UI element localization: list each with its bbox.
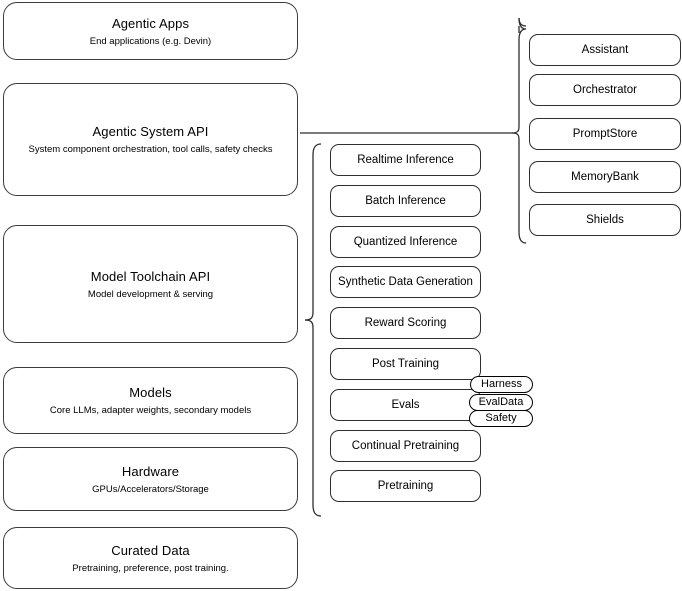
component-box-assistant[interactable]: Assistant bbox=[529, 34, 681, 66]
layer-title: Hardware bbox=[121, 463, 180, 479]
capability-box-reward-scoring[interactable]: Reward Scoring bbox=[330, 307, 481, 339]
capability-label: Quantized Inference bbox=[353, 235, 458, 248]
component-label: Orchestrator bbox=[573, 83, 637, 96]
eval-tag-safety[interactable]: Safety bbox=[469, 410, 533, 427]
layer-box-hardware[interactable]: Hardware GPUs/Accelerators/Storage bbox=[3, 447, 298, 511]
layer-box-model-toolchain-api[interactable]: Model Toolchain API Model development & … bbox=[3, 225, 298, 343]
capability-box-evals[interactable]: Evals bbox=[330, 389, 481, 421]
component-box-orchestrator[interactable]: Orchestrator bbox=[529, 74, 681, 106]
layer-subtitle: GPUs/Accelerators/Storage bbox=[92, 483, 209, 495]
eval-tag-label: EvalData bbox=[478, 396, 524, 408]
layer-title: Model Toolchain API bbox=[90, 268, 211, 284]
eval-tag-label: Safety bbox=[485, 412, 517, 424]
component-label: Assistant bbox=[581, 43, 629, 56]
capability-label: Pretraining bbox=[377, 479, 434, 492]
layer-subtitle: End applications (e.g. Devin) bbox=[89, 35, 212, 47]
eval-tag-label: Harness bbox=[481, 378, 522, 390]
component-box-shields[interactable]: Shields bbox=[529, 204, 681, 236]
component-label: Shields bbox=[586, 213, 624, 226]
component-label: MemoryBank bbox=[571, 170, 639, 183]
eval-tag-evaldata[interactable]: EvalData bbox=[469, 394, 533, 411]
component-box-memorybank[interactable]: MemoryBank bbox=[529, 161, 681, 193]
layer-title: Models bbox=[129, 385, 172, 400]
layer-subtitle: Core LLMs, adapter weights, secondary mo… bbox=[49, 405, 252, 416]
layer-subtitle: Model development & serving bbox=[87, 288, 214, 300]
layer-title: Agentic System API bbox=[92, 124, 209, 139]
capability-label: Evals bbox=[391, 398, 420, 411]
capability-label: Reward Scoring bbox=[364, 316, 447, 329]
eval-tag-harness[interactable]: Harness bbox=[470, 376, 533, 393]
capability-box-synthetic-data-generation[interactable]: Synthetic Data Generation bbox=[330, 266, 481, 298]
component-box-promptstore[interactable]: PromptStore bbox=[529, 118, 681, 150]
layer-subtitle: Pretraining, preference, post training. bbox=[72, 562, 229, 574]
layer-box-curated-data[interactable]: Curated Data Pretraining, preference, po… bbox=[3, 527, 298, 589]
capability-label: Continual Pretraining bbox=[351, 439, 460, 452]
layer-box-models[interactable]: Models Core LLMs, adapter weights, secon… bbox=[3, 367, 298, 434]
capability-box-batch-inference[interactable]: Batch Inference bbox=[330, 185, 481, 217]
layer-title: Agentic Apps bbox=[111, 15, 190, 31]
capability-box-quantized-inference[interactable]: Quantized Inference bbox=[330, 226, 481, 258]
layer-box-agentic-system-api[interactable]: Agentic System API System component orch… bbox=[3, 83, 298, 196]
capability-box-pretraining[interactable]: Pretraining bbox=[330, 470, 481, 502]
capability-label: Post Training bbox=[371, 357, 440, 370]
layer-box-agentic-apps[interactable]: Agentic Apps End applications (e.g. Devi… bbox=[3, 2, 298, 60]
component-label: PromptStore bbox=[572, 127, 638, 140]
capability-box-continual-pretraining[interactable]: Continual Pretraining bbox=[330, 430, 481, 462]
capability-label: Batch Inference bbox=[365, 194, 446, 207]
capability-box-realtime-inference[interactable]: Realtime Inference bbox=[330, 144, 481, 176]
capability-label: Synthetic Data Generation bbox=[338, 275, 473, 288]
layer-title: Curated Data bbox=[111, 542, 190, 558]
capability-label: Realtime Inference bbox=[357, 153, 454, 166]
layer-subtitle: System component orchestration, tool cal… bbox=[28, 144, 273, 155]
capability-box-post-training[interactable]: Post Training bbox=[330, 348, 481, 380]
